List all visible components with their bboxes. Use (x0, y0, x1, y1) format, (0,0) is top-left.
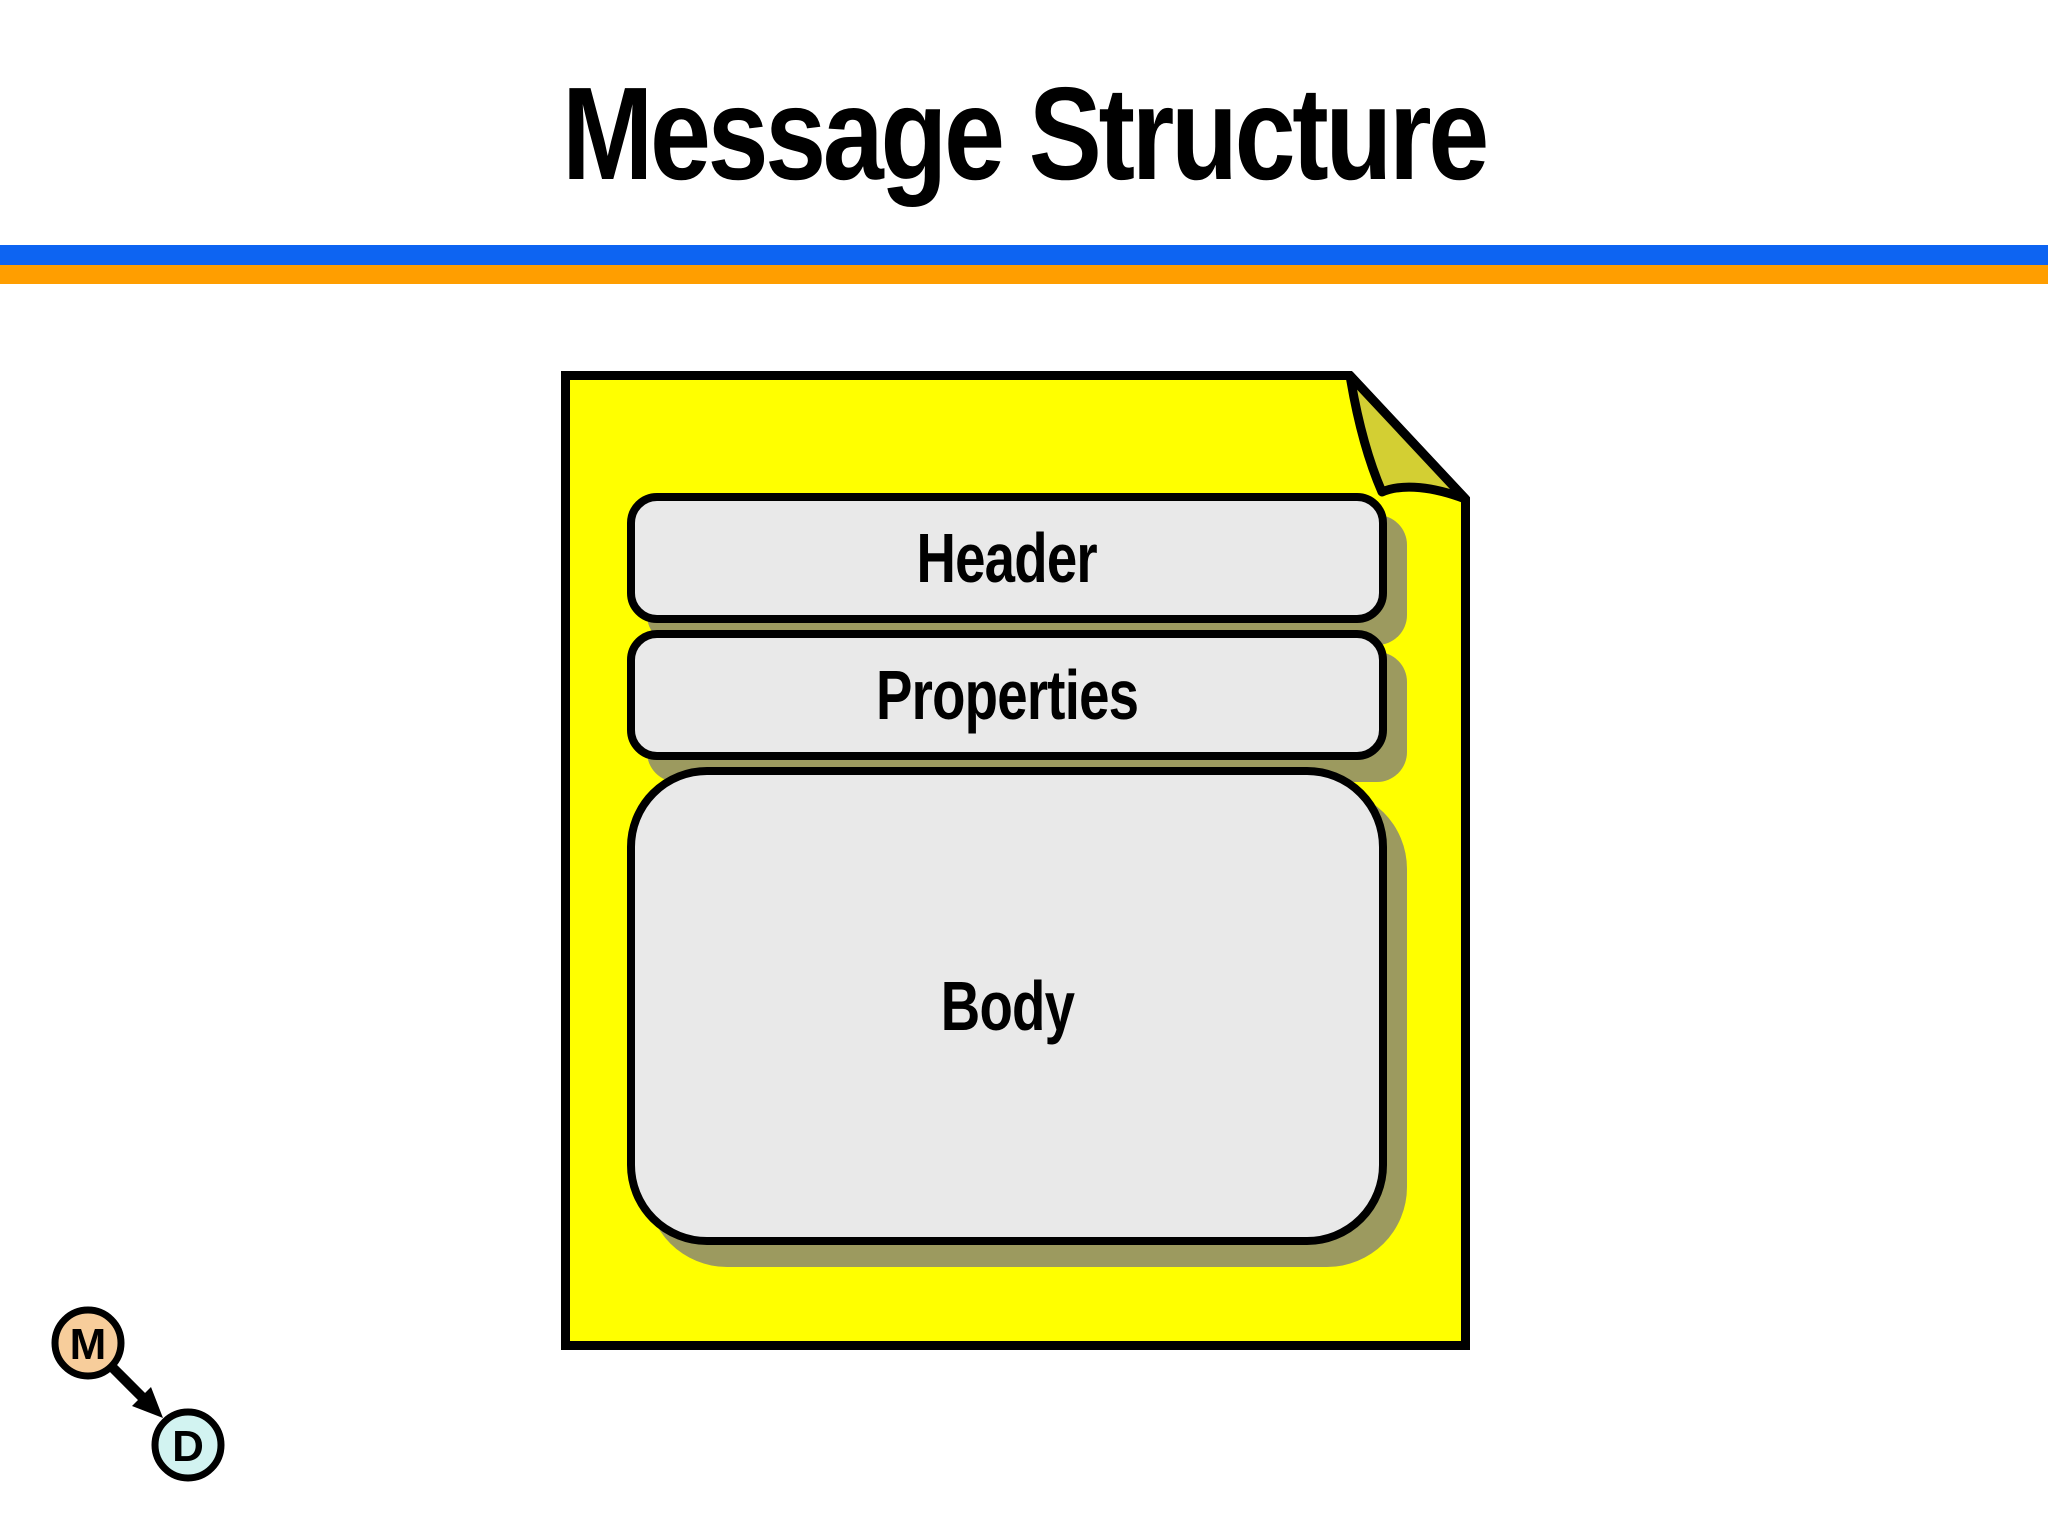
page-title: Message Structure (562, 60, 1489, 207)
properties-section-label: Properties (875, 656, 1139, 734)
header-section-label: Header (916, 519, 1098, 597)
destination-node-label: D (172, 1422, 204, 1471)
arrow-line (108, 1363, 150, 1405)
divider-blue-line (0, 245, 2048, 265)
header-section-box: Header (627, 493, 1387, 623)
message-node-circle (51, 1306, 125, 1380)
folded-corner-icon (1345, 371, 1470, 504)
message-node-label: M (70, 1320, 107, 1369)
body-section-box: Body (627, 767, 1387, 1245)
divider-orange-line (0, 265, 2048, 284)
properties-section-box: Properties (627, 630, 1387, 760)
destination-node-circle (151, 1408, 225, 1482)
arrowhead-icon (132, 1387, 163, 1418)
body-section-label: Body (940, 967, 1074, 1045)
